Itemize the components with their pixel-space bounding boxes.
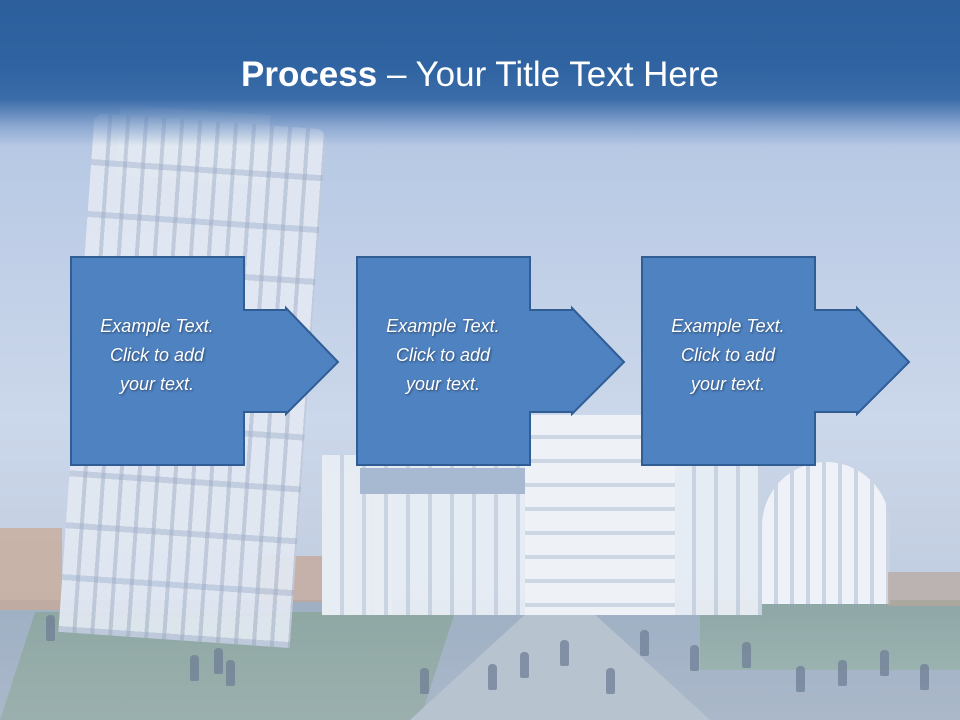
title-band: [0, 0, 960, 146]
process-step-2[interactable]: Example Text. Click to add your text.: [356, 256, 696, 466]
step-text: Example Text. Click to add your text.: [358, 312, 528, 399]
process-step-3[interactable]: Example Text. Click to add your text.: [641, 256, 960, 466]
process-step-1[interactable]: Example Text. Click to add your text.: [70, 256, 410, 466]
step-arrow-shape: [70, 256, 340, 466]
baptistery: [762, 462, 890, 604]
step-line-3: your text.: [405, 374, 481, 394]
step-line-1: Example Text.: [100, 316, 214, 336]
title-bold: Process: [241, 55, 378, 94]
step-line-2: Click to add: [395, 345, 491, 365]
step-line-2: Click to add: [109, 345, 205, 365]
step-line-1: Example Text.: [671, 316, 785, 336]
step-line-3: your text.: [690, 374, 766, 394]
step-text: Example Text. Click to add your text.: [643, 312, 813, 399]
step-arrow-shape: [641, 256, 911, 466]
slide-title[interactable]: Process – Your Title Text Here: [0, 54, 960, 96]
step-text: Example Text. Click to add your text.: [72, 312, 242, 399]
step-arrow-shape: [356, 256, 626, 466]
step-line-2: Click to add: [680, 345, 776, 365]
step-line-3: your text.: [119, 374, 195, 394]
wall-right: [888, 572, 960, 606]
title-rest: Your Title Text Here: [415, 55, 720, 94]
title-separator: –: [377, 55, 416, 94]
step-line-1: Example Text.: [386, 316, 500, 336]
building-left: [0, 528, 62, 610]
